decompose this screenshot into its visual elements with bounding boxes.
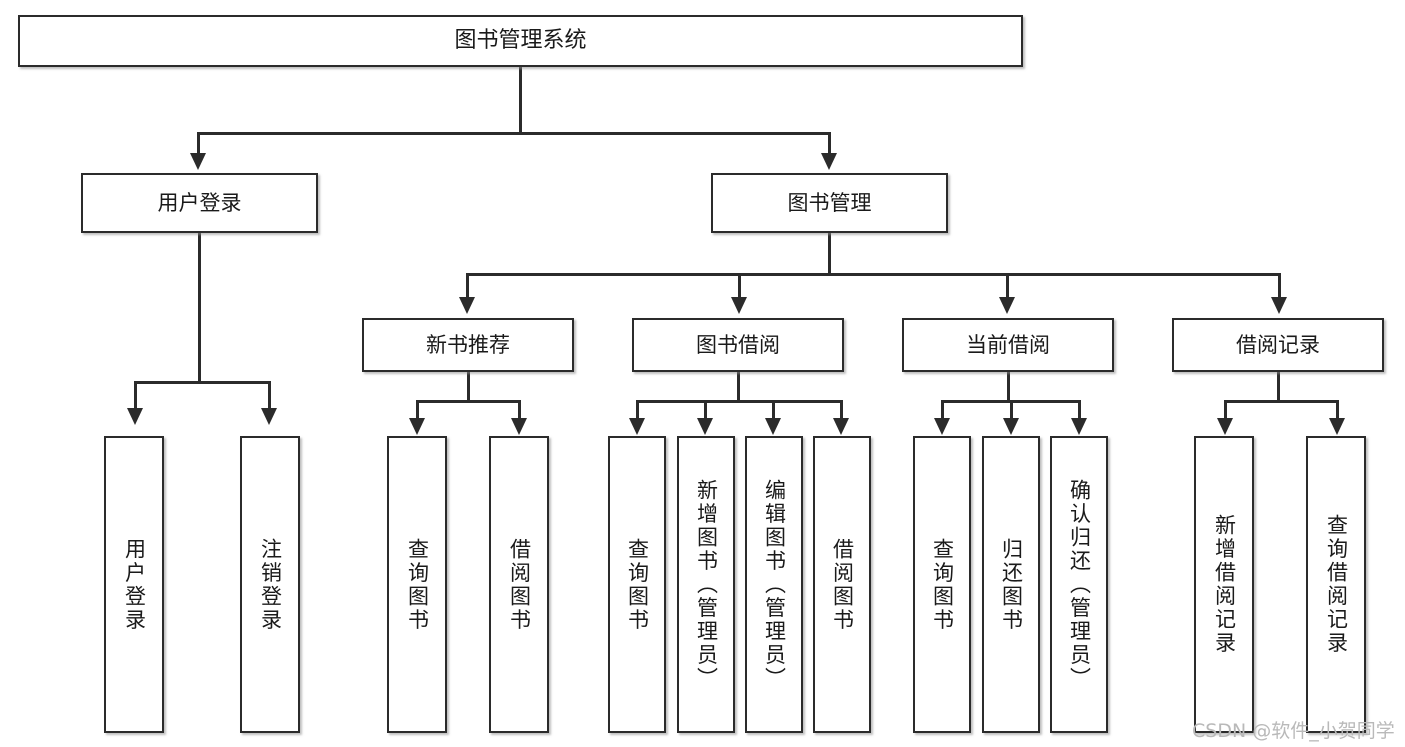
arrow-root-to-login — [190, 153, 206, 170]
node-leaf-cb-query[interactable]: 查询图书 — [913, 436, 971, 733]
arrow-borrow-to-leaf3 — [765, 418, 781, 435]
connector-root-to-bookmgmt — [828, 132, 831, 156]
node-leaf-user-logout[interactable]: 注销登录 — [240, 436, 300, 733]
connector-root-bar — [197, 132, 830, 135]
connector-bookmgmt-to-borrow — [738, 273, 741, 300]
connector-borrow-stem — [737, 372, 740, 402]
connector-bookmgmt-to-newbook — [466, 273, 469, 300]
connector-borrow-to-leaf2 — [704, 400, 707, 420]
connector-root-stem — [519, 67, 522, 134]
node-leaf-bw-add[interactable]: 新增图书（管理员） — [677, 436, 735, 733]
arrow-borrow-to-leaf4 — [833, 418, 849, 435]
connector-record-to-leaf2 — [1336, 400, 1339, 420]
connector-bookmgmt-to-record — [1278, 273, 1281, 300]
arrow-record-to-leaf2 — [1329, 418, 1345, 435]
arrow-root-to-bookmgmt — [821, 153, 837, 170]
node-leaf-rc-query[interactable]: 查询借阅记录 — [1306, 436, 1366, 733]
node-leaf-nb-query[interactable]: 查询图书 — [387, 436, 447, 733]
connector-bookmgmt-stem — [828, 233, 831, 275]
node-leaf-cb-query-label: 查询图书 — [930, 537, 955, 632]
arrow-newbook-to-leaf2 — [511, 418, 527, 435]
connector-borrow-to-leaf3 — [772, 400, 775, 420]
node-leaf-rc-add[interactable]: 新增借阅记录 — [1194, 436, 1254, 733]
arrow-current-to-leaf1 — [934, 418, 950, 435]
node-leaf-user-logout-label: 注销登录 — [258, 537, 283, 632]
connector-login-to-leaf1 — [134, 381, 137, 411]
node-login-label: 用户登录 — [157, 190, 242, 215]
arrow-current-to-leaf2 — [1003, 418, 1019, 435]
node-bookmgmt-label: 图书管理 — [787, 190, 872, 215]
node-newbook[interactable]: 新书推荐 — [362, 318, 574, 372]
arrow-newbook-to-leaf1 — [409, 418, 425, 435]
arrow-record-to-leaf1 — [1217, 418, 1233, 435]
node-leaf-bw-edit[interactable]: 编辑图书（管理员） — [745, 436, 803, 733]
node-root[interactable]: 图书管理系统 — [18, 15, 1023, 67]
node-leaf-user-login[interactable]: 用户登录 — [104, 436, 164, 733]
connector-record-stem — [1277, 372, 1280, 402]
node-leaf-rc-add-label: 新增借阅记录 — [1212, 514, 1237, 655]
connector-newbook-stem — [467, 372, 470, 402]
node-record[interactable]: 借阅记录 — [1172, 318, 1384, 372]
connector-login-stem — [198, 233, 201, 383]
arrow-bookmgmt-to-record — [1271, 297, 1287, 314]
connector-current-to-leaf2 — [1010, 400, 1013, 420]
node-root-label: 图书管理系统 — [454, 28, 587, 54]
node-leaf-cb-confirm-label: 确认归还（管理员） — [1067, 478, 1092, 691]
node-leaf-rc-query-label: 查询借阅记录 — [1324, 514, 1349, 655]
arrow-login-to-leaf1 — [127, 408, 143, 425]
node-leaf-bw-borrow[interactable]: 借阅图书 — [813, 436, 871, 733]
watermark-text: CSDN @软件_小贺同学 — [1192, 720, 1395, 742]
connector-root-to-login — [197, 132, 200, 156]
node-current-label: 当前借阅 — [966, 332, 1050, 357]
node-leaf-cb-return-label: 归还图书 — [999, 537, 1024, 632]
arrow-borrow-to-leaf2 — [697, 418, 713, 435]
connector-current-stem — [1007, 372, 1010, 402]
arrow-login-to-leaf2 — [261, 408, 277, 425]
connector-newbook-to-leaf2 — [518, 400, 521, 420]
connector-borrow-bar — [636, 400, 841, 403]
node-leaf-cb-return[interactable]: 归还图书 — [982, 436, 1040, 733]
arrow-current-to-leaf3 — [1071, 418, 1087, 435]
node-leaf-user-login-label: 用户登录 — [122, 537, 147, 632]
connector-login-bar — [134, 381, 270, 384]
node-leaf-nb-borrow[interactable]: 借阅图书 — [489, 436, 549, 733]
connector-borrow-to-leaf4 — [840, 400, 843, 420]
node-record-label: 借阅记录 — [1236, 332, 1320, 357]
arrow-borrow-to-leaf1 — [629, 418, 645, 435]
connector-bookmgmt-bar — [466, 273, 1280, 276]
node-leaf-nb-borrow-label: 借阅图书 — [507, 537, 532, 632]
node-leaf-bw-query[interactable]: 查询图书 — [608, 436, 666, 733]
node-borrow-label: 图书借阅 — [696, 332, 780, 357]
node-login[interactable]: 用户登录 — [81, 173, 318, 233]
arrow-bookmgmt-to-borrow — [731, 297, 747, 314]
connector-newbook-bar — [416, 400, 520, 403]
connector-newbook-to-leaf1 — [416, 400, 419, 420]
node-leaf-cb-confirm[interactable]: 确认归还（管理员） — [1050, 436, 1108, 733]
node-leaf-bw-edit-label: 编辑图书（管理员） — [762, 478, 787, 691]
node-borrow[interactable]: 图书借阅 — [632, 318, 844, 372]
connector-login-to-leaf2 — [268, 381, 271, 411]
node-bookmgmt[interactable]: 图书管理 — [711, 173, 948, 233]
node-leaf-bw-query-label: 查询图书 — [625, 537, 650, 632]
connector-borrow-to-leaf1 — [636, 400, 639, 420]
connector-record-to-leaf1 — [1224, 400, 1227, 420]
node-leaf-bw-borrow-label: 借阅图书 — [830, 537, 855, 632]
node-current[interactable]: 当前借阅 — [902, 318, 1114, 372]
connector-current-to-leaf3 — [1078, 400, 1081, 420]
arrow-bookmgmt-to-current — [999, 297, 1015, 314]
node-leaf-bw-add-label: 新增图书（管理员） — [694, 478, 719, 691]
node-leaf-nb-query-label: 查询图书 — [405, 537, 430, 632]
node-newbook-label: 新书推荐 — [426, 332, 510, 357]
connector-record-bar — [1224, 400, 1336, 403]
connector-bookmgmt-to-current — [1006, 273, 1009, 300]
connector-current-to-leaf1 — [941, 400, 944, 420]
arrow-bookmgmt-to-newbook — [459, 297, 475, 314]
